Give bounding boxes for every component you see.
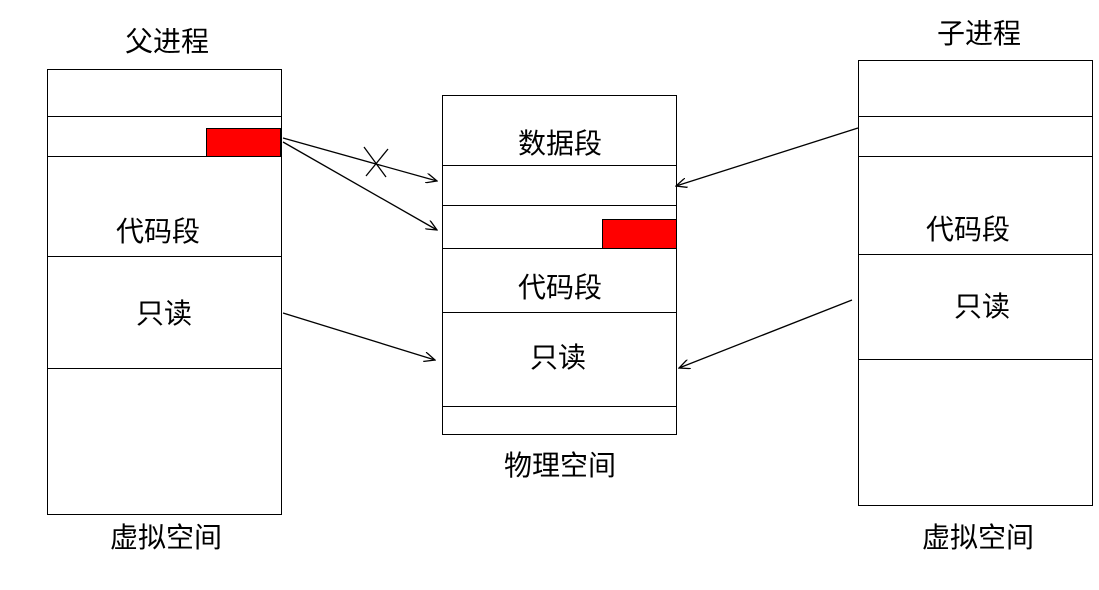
child-process-title: 子进程 [937, 17, 1022, 50]
child-divider-2 [859, 156, 1092, 157]
child-data-to-physical-data-arrow [676, 127, 859, 186]
parent-divider-4 [48, 368, 281, 369]
physical-space [442, 95, 677, 435]
physical-divider-1 [443, 165, 676, 166]
child-virtual-space [858, 60, 1093, 506]
physical-code-segment-label: 代码段 [518, 271, 603, 304]
parent-divider-2 [48, 156, 281, 157]
parent-divider-3 [48, 256, 281, 257]
physical-divider-3 [443, 248, 676, 249]
child-divider-1 [859, 116, 1092, 117]
parent-code-segment-label: 代码段 [116, 215, 201, 248]
child-code-segment-label: 代码段 [926, 213, 1011, 246]
parent-modified-page [206, 128, 281, 157]
physical-data-segment-label: 数据段 [518, 127, 603, 160]
parent-readonly-to-physical-readonly-arrow [282, 312, 435, 360]
child-virtual-space-caption: 虚拟空间 [922, 521, 1035, 554]
physical-space-caption: 物理空间 [504, 449, 617, 482]
parent-virtual-space [47, 69, 282, 515]
parent-divider-1 [48, 116, 281, 117]
child-readonly-to-physical-readonly-arrow [679, 299, 853, 368]
parent-readonly-label: 只读 [136, 297, 193, 330]
physical-divider-5 [443, 406, 676, 407]
physical-copied-page [602, 219, 677, 249]
broken-mapping-cross-mark [363, 146, 389, 178]
parent-data-to-physical-copy-arrow [282, 141, 437, 230]
parent-data-to-physical-data-arrow [282, 137, 437, 181]
child-divider-3 [859, 254, 1092, 255]
parent-process-title: 父进程 [125, 25, 210, 58]
parent-virtual-space-caption: 虚拟空间 [110, 521, 223, 554]
child-divider-4 [859, 359, 1092, 360]
physical-divider-2 [443, 205, 676, 206]
child-readonly-label: 只读 [954, 290, 1011, 323]
physical-readonly-label: 只读 [530, 341, 587, 374]
physical-divider-4 [443, 312, 676, 313]
